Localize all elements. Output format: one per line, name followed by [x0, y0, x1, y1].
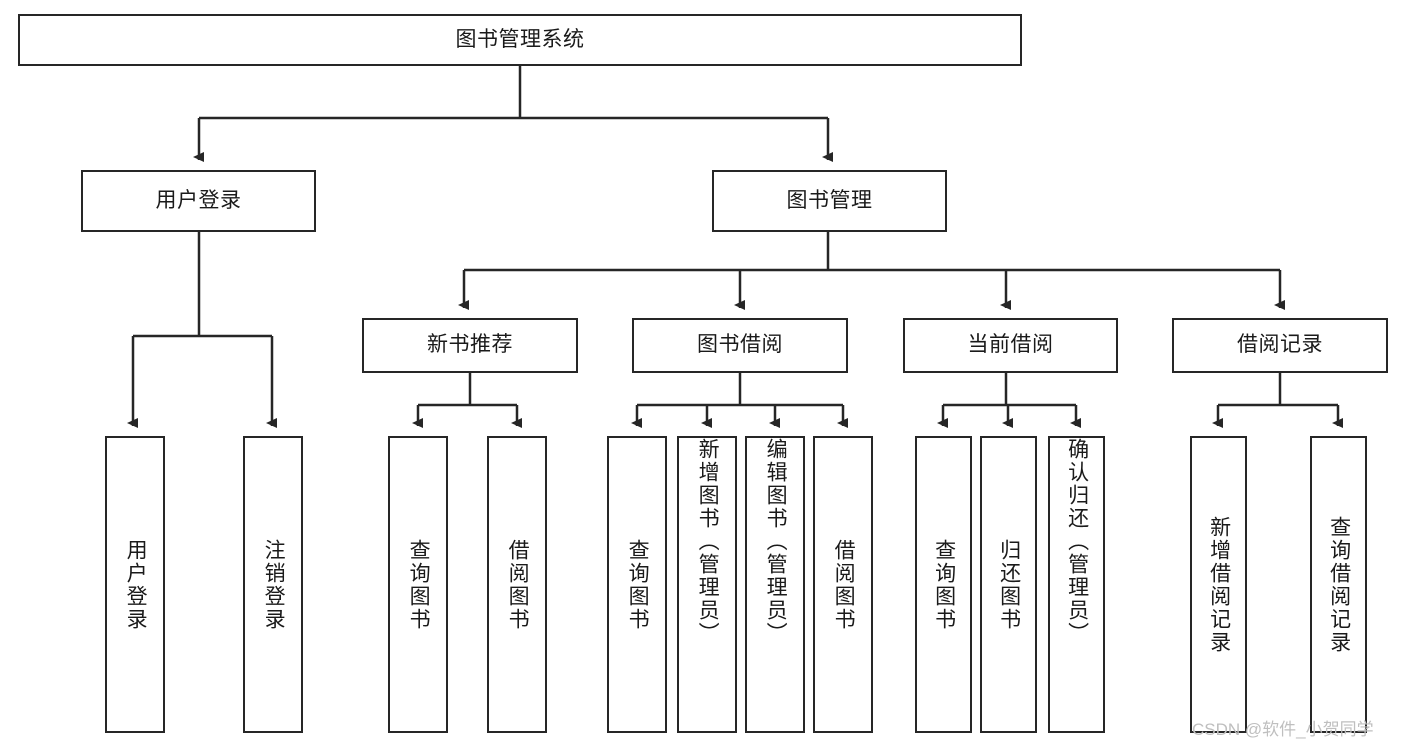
leaf-add-book-admin[interactable]: 新增图书（管理员） — [677, 436, 737, 733]
node-label: 确认归还（管理员） — [1065, 438, 1089, 645]
leaf-return-book[interactable]: 归还图书 — [980, 436, 1037, 733]
node-label: 用户登录 — [155, 188, 242, 212]
node-label: 查询图书 — [932, 538, 956, 631]
leaf-borrow-book-new-book[interactable]: 借阅图书 — [487, 436, 547, 733]
node-label: 查询图书 — [626, 538, 650, 631]
leaf-logout[interactable]: 注销登录 — [243, 436, 303, 733]
node-label: 查询图书 — [407, 538, 431, 631]
node-borrowing-record[interactable]: 借阅记录 — [1172, 318, 1388, 373]
leaf-edit-book-admin[interactable]: 编辑图书（管理员） — [745, 436, 805, 733]
node-book-management[interactable]: 图书管理 — [712, 170, 947, 232]
leaf-query-book-new-book[interactable]: 查询图书 — [388, 436, 448, 733]
node-label: 借阅图书 — [506, 538, 530, 631]
node-label: 借阅图书 — [832, 538, 856, 631]
leaf-add-borrowing-record[interactable]: 新增借阅记录 — [1190, 436, 1247, 733]
csdn-watermark: CSDN @软件_小贺同学 — [1192, 720, 1374, 739]
node-label: 图书借阅 — [697, 333, 783, 357]
node-label: 图书管理系统 — [455, 27, 585, 51]
node-new-book-recommendation[interactable]: 新书推荐 — [362, 318, 578, 373]
leaf-query-borrowing-record[interactable]: 查询借阅记录 — [1310, 436, 1367, 733]
leaf-query-book-borrowing[interactable]: 查询图书 — [607, 436, 667, 733]
node-label: 借阅记录 — [1237, 333, 1323, 357]
node-label: 图书管理 — [786, 188, 873, 212]
node-label: 查询借阅记录 — [1327, 515, 1351, 654]
node-label: 新增借阅记录 — [1207, 515, 1231, 654]
leaf-user-login[interactable]: 用户登录 — [105, 436, 165, 733]
leaf-confirm-return-admin[interactable]: 确认归还（管理员） — [1048, 436, 1105, 733]
node-label: 编辑图书（管理员） — [764, 438, 788, 645]
node-book-borrowing[interactable]: 图书借阅 — [632, 318, 848, 373]
node-label: 用户登录 — [124, 538, 148, 631]
node-label: 新书推荐 — [427, 333, 513, 357]
node-current-borrowing[interactable]: 当前借阅 — [903, 318, 1118, 373]
node-label: 注销登录 — [262, 538, 286, 631]
node-label: 新增图书（管理员） — [696, 438, 720, 645]
leaf-query-book-current[interactable]: 查询图书 — [915, 436, 972, 733]
node-user-login[interactable]: 用户登录 — [81, 170, 316, 232]
node-label: 归还图书 — [997, 538, 1021, 631]
leaf-borrow-book-borrowing[interactable]: 借阅图书 — [813, 436, 873, 733]
node-label: 当前借阅 — [967, 333, 1054, 357]
node-book-management-system[interactable]: 图书管理系统 — [18, 14, 1022, 66]
